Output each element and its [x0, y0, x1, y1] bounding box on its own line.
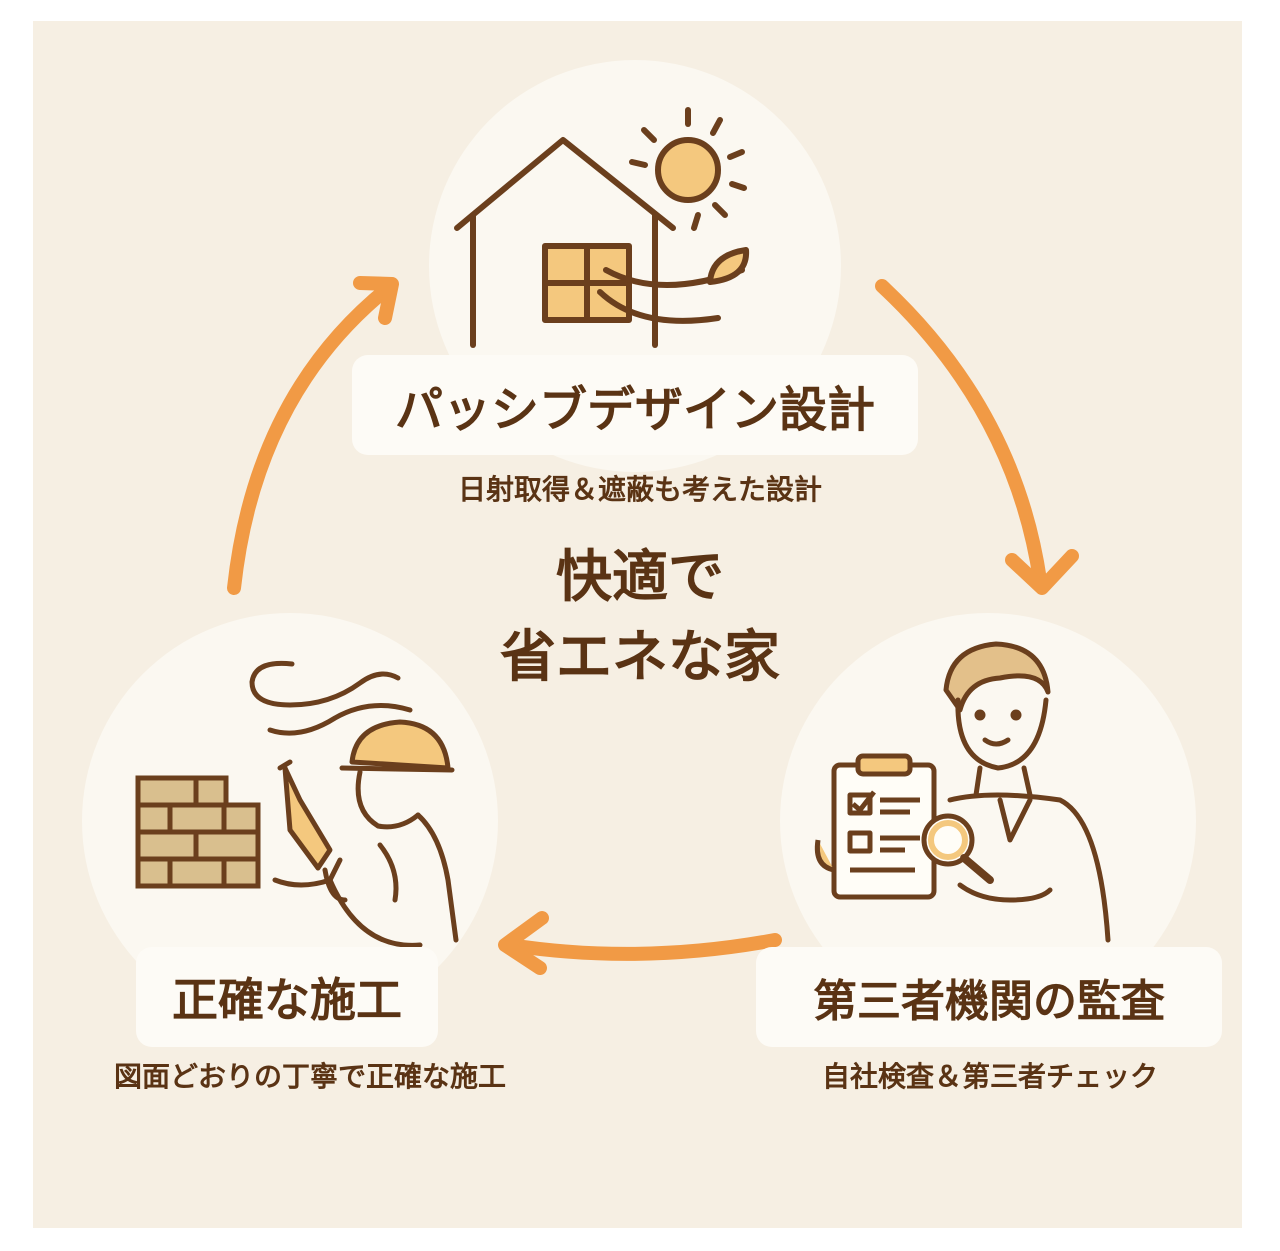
- wind-icon: [249, 660, 413, 736]
- house-sun-leaf-icon: [454, 137, 750, 348]
- step-subtitle-construction: 図面どおりの丁寧で正確な施工: [113, 1060, 506, 1093]
- arrow-design-to-inspection: [875, 279, 1079, 595]
- worker-drill-icon: [272, 719, 459, 948]
- step-title-inspection: 第三者機関の監査: [756, 947, 1222, 1047]
- arrow-inspection-to-construction: [498, 911, 782, 975]
- center-title-line1: 快適で: [556, 545, 724, 610]
- clipboard-icon: [814, 753, 937, 900]
- sun-icon: [629, 107, 747, 231]
- arrow-construction-to-design: [227, 276, 399, 595]
- center-title: 快適で 省エネな家: [440, 538, 840, 698]
- magnifier-icon: [921, 813, 994, 884]
- bricks-icon: [135, 775, 261, 889]
- step-subtitle-design: 日射取得＆遮蔽も考えた設計: [457, 473, 822, 506]
- step-title-construction: 正確な施工: [136, 947, 438, 1047]
- center-title-line2: 省エネな家: [500, 625, 780, 690]
- step-title-design: パッシブデザイン設計: [352, 355, 918, 455]
- inspector-icon: [943, 641, 1111, 943]
- step-subtitle-inspection: 自社検査＆第三者チェック: [821, 1060, 1158, 1093]
